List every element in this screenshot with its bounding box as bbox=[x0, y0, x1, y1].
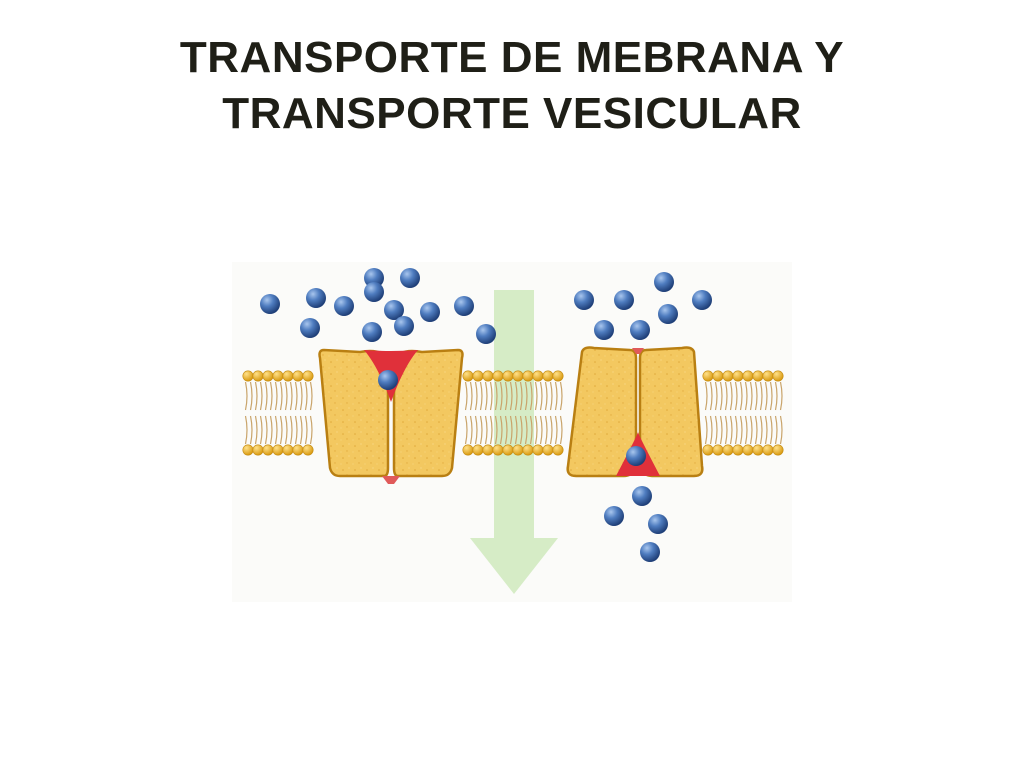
solute-molecule bbox=[648, 514, 668, 534]
phospholipid-head bbox=[462, 444, 474, 456]
phospholipid-head bbox=[512, 444, 524, 456]
phospholipid-head bbox=[712, 444, 724, 456]
slide-title: TRANSPORTE DE MEBRANA Y TRANSPORTE VESIC… bbox=[0, 30, 1024, 142]
solute-molecule bbox=[626, 446, 646, 466]
phospholipid-head bbox=[752, 370, 764, 382]
solute-molecule bbox=[364, 282, 384, 302]
phospholipid-head bbox=[762, 370, 774, 382]
solute-molecule bbox=[334, 296, 354, 316]
phospholipid-head bbox=[282, 370, 294, 382]
phospholipid-head bbox=[722, 444, 734, 456]
phospholipid-head bbox=[542, 370, 554, 382]
phospholipid-tails bbox=[244, 381, 783, 445]
solute-molecule bbox=[574, 290, 594, 310]
phospholipid-head bbox=[272, 444, 284, 456]
title-line-1: TRANSPORTE DE MEBRANA Y bbox=[179, 33, 845, 82]
phospholipid-head bbox=[492, 444, 504, 456]
phospholipid-head bbox=[502, 370, 514, 382]
phospholipid-head bbox=[532, 370, 544, 382]
phospholipid-head bbox=[742, 370, 754, 382]
phospholipid-head bbox=[752, 444, 764, 456]
phospholipid-head bbox=[472, 370, 484, 382]
phospholipid-head bbox=[482, 370, 494, 382]
phospholipid-head bbox=[552, 444, 564, 456]
solute-molecule bbox=[614, 290, 634, 310]
phospholipid-head bbox=[252, 370, 264, 382]
phospholipid-head bbox=[762, 444, 774, 456]
phospholipid-head bbox=[282, 444, 294, 456]
phospholipid-head bbox=[262, 370, 274, 382]
solute-molecule bbox=[692, 290, 712, 310]
phospholipid-head bbox=[772, 444, 784, 456]
membrane-transport-diagram bbox=[232, 262, 792, 602]
phospholipid-heads bbox=[242, 370, 784, 456]
solute-molecule bbox=[594, 320, 614, 340]
phospholipid-head bbox=[242, 444, 254, 456]
phospholipid-head bbox=[522, 370, 534, 382]
phospholipid-head bbox=[302, 370, 314, 382]
solute-molecule bbox=[630, 320, 650, 340]
solute-molecule bbox=[420, 302, 440, 322]
solute-molecule bbox=[658, 304, 678, 324]
phospholipid-head bbox=[522, 444, 534, 456]
phospholipid-head bbox=[742, 444, 754, 456]
solute-molecules bbox=[260, 268, 712, 562]
solute-molecule bbox=[306, 288, 326, 308]
phospholipid-head bbox=[302, 444, 314, 456]
solute-molecule bbox=[364, 268, 384, 288]
phospholipid-head bbox=[502, 444, 514, 456]
phospholipid-head bbox=[492, 370, 504, 382]
phospholipid-head bbox=[262, 444, 274, 456]
phospholipid-head bbox=[252, 444, 264, 456]
solute-molecule bbox=[394, 316, 414, 336]
phospholipid-head bbox=[722, 370, 734, 382]
phospholipid-head bbox=[242, 370, 254, 382]
phospholipid-head bbox=[482, 444, 494, 456]
solute-molecule bbox=[260, 294, 280, 314]
phospholipid-head bbox=[532, 444, 544, 456]
carrier-protein-open-outside bbox=[318, 348, 464, 484]
phospholipid-head bbox=[512, 370, 524, 382]
solute-molecule bbox=[300, 318, 320, 338]
phospholipid-head bbox=[542, 444, 554, 456]
phospholipid-head bbox=[462, 370, 474, 382]
phospholipid-head bbox=[472, 444, 484, 456]
solute-molecule bbox=[400, 268, 420, 288]
solute-molecule bbox=[640, 542, 660, 562]
phospholipid-head bbox=[292, 444, 304, 456]
phospholipid-head bbox=[732, 444, 744, 456]
solute-molecule bbox=[654, 272, 674, 292]
solute-molecule bbox=[384, 300, 404, 320]
carrier-protein-open-inside bbox=[566, 346, 704, 478]
phospholipid-head bbox=[732, 370, 744, 382]
solute-molecule bbox=[632, 486, 652, 506]
phospholipid-head bbox=[272, 370, 284, 382]
title-line-2: TRANSPORTE VESICULAR bbox=[222, 89, 802, 138]
concentration-gradient-arrow bbox=[470, 290, 558, 594]
phospholipid-head bbox=[552, 370, 564, 382]
phospholipid-head bbox=[772, 370, 784, 382]
phospholipid-head bbox=[702, 444, 714, 456]
solute-molecule bbox=[476, 324, 496, 344]
phospholipid-head bbox=[292, 370, 304, 382]
phospholipid-head bbox=[702, 370, 714, 382]
solute-molecule bbox=[378, 370, 398, 390]
solute-molecule bbox=[362, 322, 382, 342]
solute-molecule bbox=[604, 506, 624, 526]
phospholipid-head bbox=[712, 370, 724, 382]
solute-molecule bbox=[454, 296, 474, 316]
